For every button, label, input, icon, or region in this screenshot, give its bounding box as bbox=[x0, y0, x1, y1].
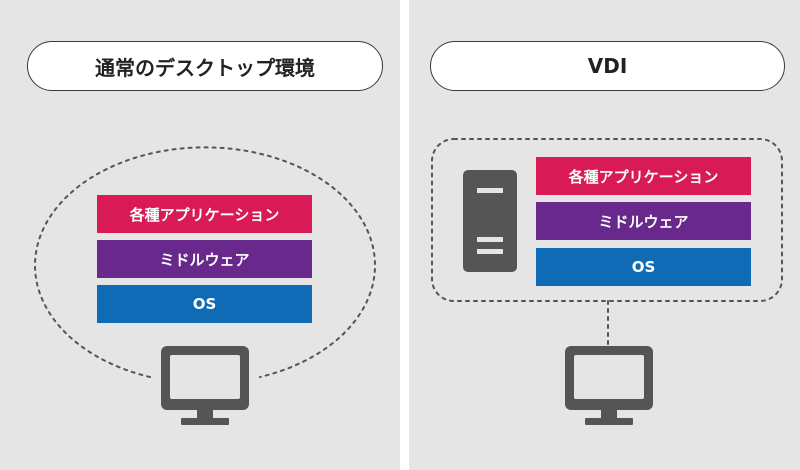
monitor-icon bbox=[565, 346, 653, 425]
desktop-boundary-dashed-line bbox=[34, 146, 376, 378]
vdi-server-boundary-dashed-line bbox=[431, 138, 783, 302]
monitor-icon bbox=[161, 346, 249, 425]
application-layer: 各種アプリケーション bbox=[536, 157, 751, 195]
vdi-title: VDI bbox=[430, 41, 785, 91]
desktop-environment-title: 通常のデスクトップ環境 bbox=[27, 41, 383, 91]
server-icon bbox=[463, 170, 517, 272]
middleware-layer: ミドルウェア bbox=[97, 240, 312, 278]
middleware-layer: ミドルウェア bbox=[536, 202, 751, 240]
application-layer: 各種アプリケーション bbox=[97, 195, 312, 233]
os-layer: OS bbox=[536, 248, 751, 286]
os-layer: OS bbox=[97, 285, 312, 323]
